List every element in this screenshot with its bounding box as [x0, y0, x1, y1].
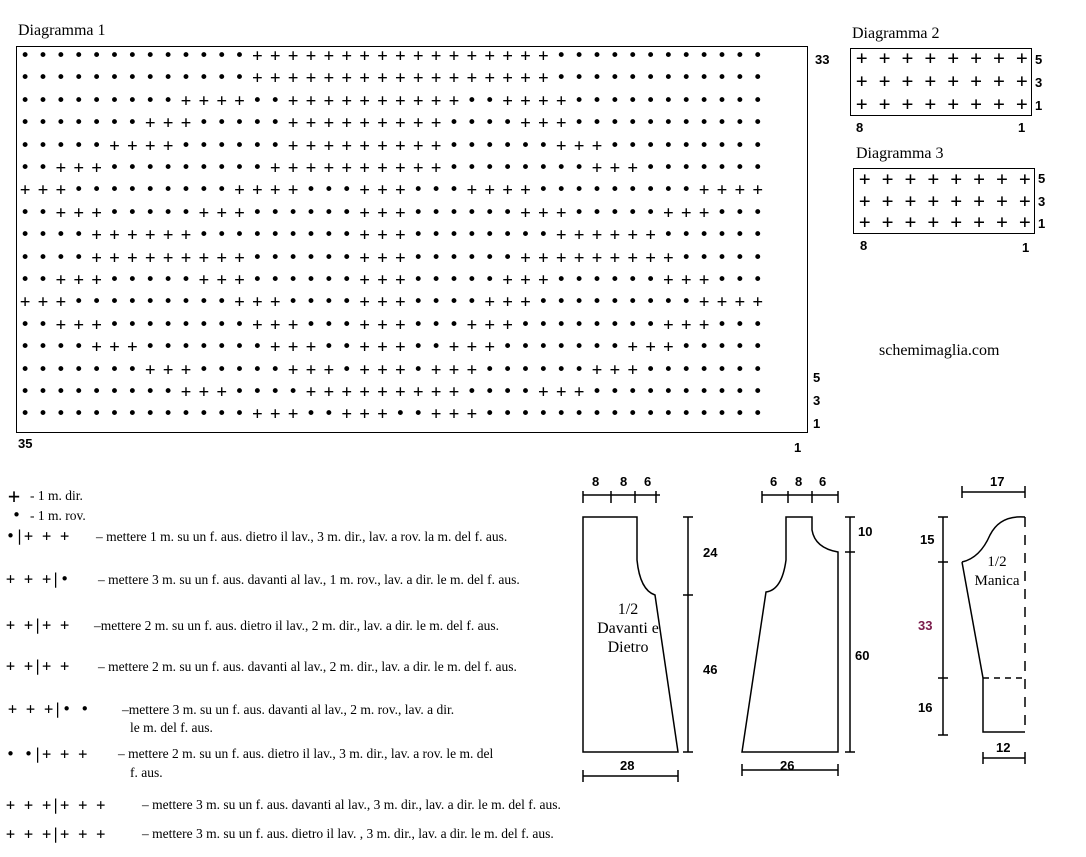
legend-text: –mettere 2 m. su un f. aus. dietro il la… — [94, 618, 500, 633]
diagram1-row-label-33: 33 — [815, 52, 830, 67]
legend-symbol: + — [8, 484, 21, 508]
legend-text: – mettere 3 m. su un f. aus. davanti al … — [98, 572, 520, 587]
diagram1-row: • • • • • • • • • • • • • + + + • • + + … — [20, 404, 763, 425]
diagram1-row: + + + • • • • • • • • • + + + + • • • + … — [20, 180, 763, 201]
legend-text: le m. del f. aus. — [130, 720, 213, 735]
diagram2-title: Diagramma 2 — [852, 25, 940, 42]
back-top-dim: 6 — [770, 474, 778, 489]
diagram1-row: + + + • • • • • • • • • + + + • • • • + … — [20, 292, 763, 313]
legend-symbol: • — [12, 506, 22, 524]
front-bottom-dim: 28 — [620, 758, 635, 773]
diagram2-col-label: 1 — [1018, 120, 1026, 135]
diagram1-row: • • • • + + + • • • • • • • + + + • • + … — [20, 337, 763, 358]
diagram2-row-label: 3 — [1035, 75, 1043, 90]
diagram3-row: + + + + + + + + — [859, 190, 1031, 212]
diagram1-row: • • • • + + + + + + • • • • • • • • • + … — [20, 225, 763, 246]
front-back-label: 1/2 Davanti e Dietro — [597, 601, 659, 657]
back-right-dim: 10 — [858, 524, 873, 539]
diagram1-row: • • • • • • • • • • • • • + + + + + + + … — [20, 46, 763, 66]
legend-text: –mettere 3 m. su un f. aus. davanti al l… — [122, 702, 455, 717]
site-watermark: schemimaglia.com — [879, 342, 1000, 359]
front-top-dim: 8 — [592, 474, 600, 489]
diagram2-row: + + + + + + + + — [856, 70, 1028, 92]
diagram3-col-label: 8 — [860, 238, 868, 253]
sleeve-left-dim: 16 — [918, 700, 933, 715]
diagram3-row: + + + + + + + + — [859, 211, 1031, 233]
diagram2-row-label: 5 — [1035, 52, 1043, 67]
diagram1-row-label-5: 5 — [813, 370, 821, 385]
diagram3-grid — [853, 168, 1035, 234]
diagram1-row: • • • • • + + + + • • • • • • + + + + + … — [20, 135, 763, 156]
diagram3-row: + + + + + + + + — [859, 168, 1031, 190]
diagram1-row-label-3: 3 — [813, 393, 821, 408]
front-right-dim: 46 — [703, 662, 718, 677]
legend-symbol: + + +|+ + + — [6, 825, 106, 843]
back-top-dim: 8 — [795, 474, 803, 489]
legend-symbol: + + +|• • — [8, 700, 90, 718]
diagram1-row-label-1: 1 — [813, 416, 821, 431]
legend-text: – mettere 1 m. su un f. aus. dietro il l… — [96, 529, 508, 544]
diagram1-row: • • + + + • • • • • • • • • + + + + + + … — [20, 158, 763, 178]
diagram3-row-label: 3 — [1038, 194, 1046, 209]
back-outline — [741, 516, 839, 753]
diagram2-grid — [850, 48, 1032, 116]
sleeve-left-dim: 15 — [920, 532, 935, 547]
diagram1-row: • • + + + • • • • • + + + • • • • • • + … — [20, 202, 763, 223]
legend-text: – mettere 2 m. su un f. aus. davanti al … — [98, 659, 517, 674]
legend-text: – mettere 3 m. su un f. aus. dietro il l… — [142, 826, 554, 841]
diagram1-row: • • • • • • • • • + + + + • • + + + + + … — [20, 90, 763, 111]
legend-symbol: + +|+ + — [6, 657, 70, 675]
diagram1-col-label-35: 35 — [18, 436, 33, 451]
legend-text: – mettere 2 m. su un f. aus. dietro il l… — [118, 746, 494, 761]
legend-symbol: + + +|+ + + — [6, 796, 106, 814]
diagram2-row: + + + + + + + + — [856, 93, 1028, 115]
legend-symbol: • •|+ + + — [6, 745, 88, 763]
sleeve-top-dim: 17 — [990, 474, 1005, 489]
sleeve-bottom-dim: 12 — [996, 740, 1011, 755]
back-top-dim: 6 — [819, 474, 827, 489]
diagram1-row: • • • • • • • + + + • • • • • + + + + + … — [20, 113, 763, 134]
diagram1-row: • • • • • • • • • + + + • • • • + + + + … — [20, 382, 763, 402]
diagram3-title: Diagramma 3 — [856, 145, 944, 162]
diagram1-row: • • + + + • • • • • + + + • • • • • • + … — [20, 270, 763, 290]
sleeve-left-dim: 33 — [918, 618, 933, 633]
diagram3-row-label: 1 — [1038, 216, 1046, 231]
diagram2-col-label: 8 — [856, 120, 864, 135]
diagram2-row-label: 1 — [1035, 98, 1043, 113]
diagram1-row: • • • • • • • • • • • • • + + + + + + + … — [20, 68, 763, 89]
sleeve-outline — [961, 516, 1026, 733]
front-top-dim: 8 — [620, 474, 628, 489]
back-bottom-dim: 26 — [780, 758, 795, 773]
diagram1-col-label-1: 1 — [794, 440, 802, 455]
legend-symbol: + + +|• — [6, 570, 70, 588]
front-back-outline — [582, 516, 679, 753]
legend-text: - 1 m. rov. — [30, 508, 86, 523]
front-top-dim: 6 — [644, 474, 652, 489]
legend-text: – mettere 3 m. su un f. aus. davanti al … — [142, 797, 561, 812]
legend-symbol: + +|+ + — [6, 616, 70, 634]
legend-text: - 1 m. dir. — [30, 488, 83, 503]
front-right-dim: 24 — [703, 545, 718, 560]
diagram1-grid — [16, 46, 808, 433]
diagram1-row: • • • • + + + + + + + + + • • • • • • + … — [20, 247, 763, 268]
diagram1-row: • • + + + • • • • • • • • + + + • • • + … — [20, 314, 763, 335]
back-right-dim: 60 — [855, 648, 870, 663]
legend-symbol: •|+ + + — [6, 527, 70, 545]
diagram2-row: + + + + + + + + — [856, 47, 1028, 69]
diagram3-row-label: 5 — [1038, 171, 1046, 186]
diagram3-col-label: 1 — [1022, 240, 1030, 255]
diagram1-title: Diagramma 1 — [18, 22, 106, 39]
sleeve-label: 1/2 Manica — [974, 554, 1020, 589]
diagram1-row: • • • • • • • + + + • • • • • + + + • + … — [20, 359, 763, 380]
legend-text: f. aus. — [130, 765, 163, 780]
